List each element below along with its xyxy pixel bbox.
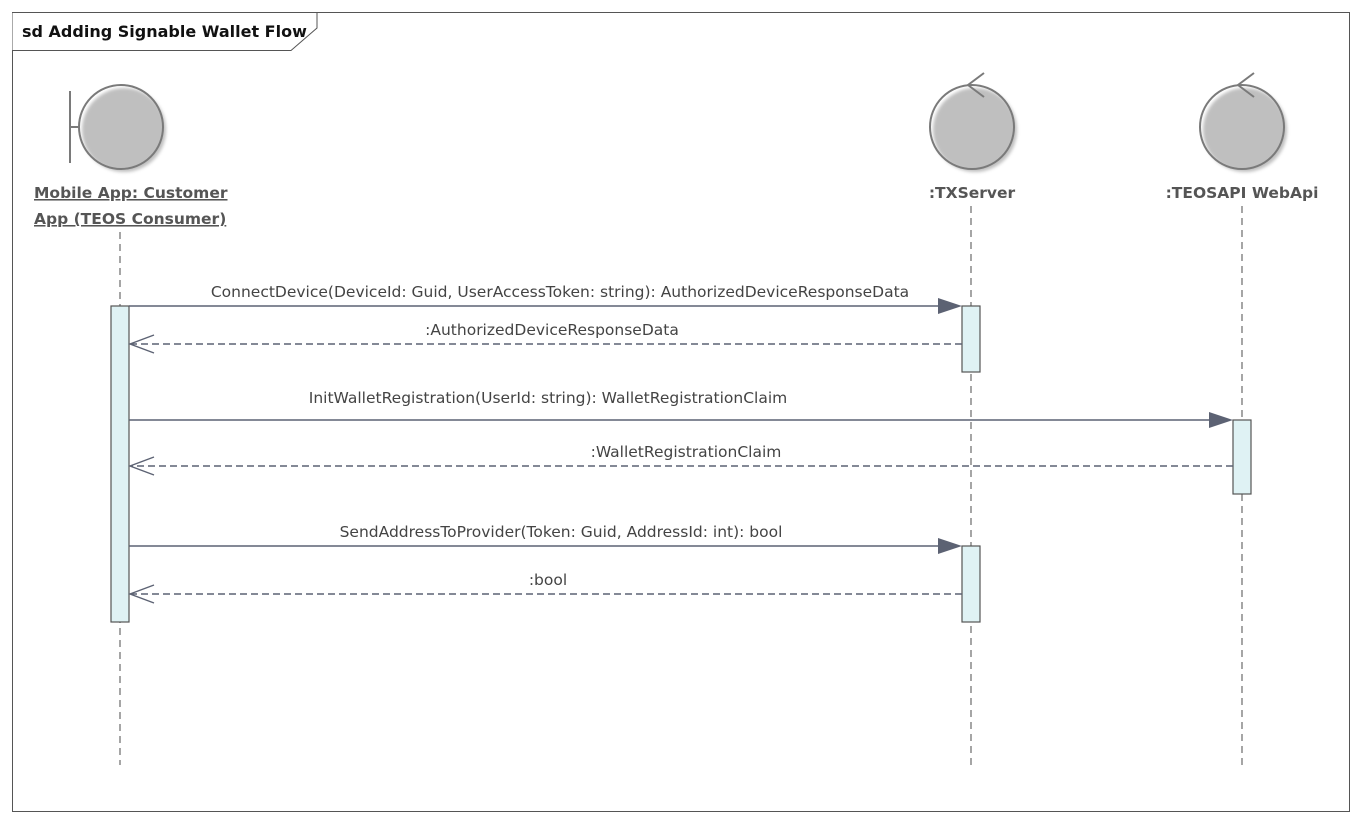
participant-label: :TXServer <box>929 184 1016 202</box>
frame-title: sd Adding Signable Wallet Flow <box>22 22 307 41</box>
message-label: SendAddressToProvider(Token: Guid, Addre… <box>340 523 783 541</box>
message-connect-device[interactable]: ConnectDevice(DeviceId: Guid, UserAccess… <box>129 283 962 314</box>
diagram-frame <box>12 12 1350 812</box>
activation-txserver-1 <box>961 305 981 373</box>
activation-teosapi-1 <box>1232 419 1252 495</box>
participant-teosapi[interactable]: :TEOSAPI WebApi <box>1166 72 1319 202</box>
message-return-bool[interactable]: :bool <box>128 571 962 604</box>
activation-mobile-app <box>110 305 130 623</box>
message-return-authorized-device[interactable]: :AuthorizedDeviceResponseData <box>128 321 962 354</box>
message-label: :WalletRegistrationClaim <box>591 443 782 461</box>
message-label: InitWalletRegistration(UserId: string): … <box>309 389 788 407</box>
activation-txserver-2 <box>961 545 981 623</box>
arrow-head-icon <box>938 298 962 314</box>
open-arrow-icon <box>128 456 155 476</box>
message-send-address-to-provider[interactable]: SendAddressToProvider(Token: Guid, Addre… <box>129 523 962 554</box>
participant-mobile-app[interactable]: Mobile App: Customer App (TEOS Consumer) <box>34 84 228 228</box>
open-arrow-icon <box>128 334 155 354</box>
arrow-head-icon <box>1209 412 1233 428</box>
message-label: :AuthorizedDeviceResponseData <box>425 321 679 339</box>
participant-label: :TEOSAPI WebApi <box>1166 184 1319 202</box>
message-return-wallet-registration-claim[interactable]: :WalletRegistrationClaim <box>128 443 1233 476</box>
open-arrow-icon <box>128 584 155 604</box>
participant-label-line1: Mobile App: Customer <box>34 184 228 202</box>
message-init-wallet-registration[interactable]: InitWalletRegistration(UserId: string): … <box>129 389 1233 428</box>
arrow-head-icon <box>938 538 962 554</box>
participant-txserver[interactable]: :TXServer <box>929 72 1016 202</box>
control-icon <box>929 72 1015 170</box>
message-label: :bool <box>529 571 567 589</box>
control-icon <box>1199 72 1285 170</box>
frame-title-tab <box>12 12 318 51</box>
participant-label-line2: App (TEOS Consumer) <box>34 210 226 228</box>
boundary-icon <box>69 84 164 170</box>
message-label: ConnectDevice(DeviceId: Guid, UserAccess… <box>211 283 909 301</box>
